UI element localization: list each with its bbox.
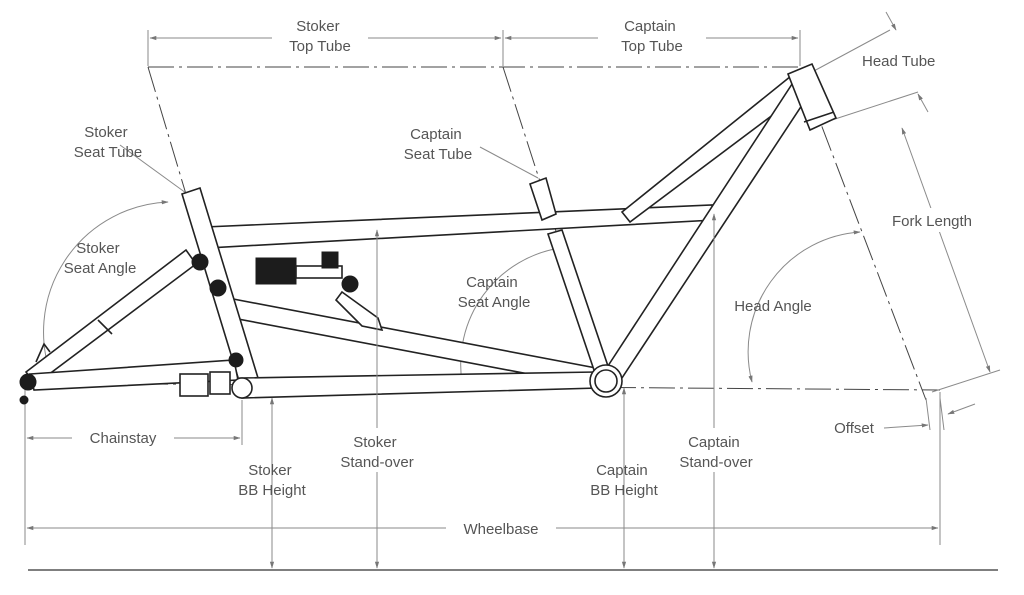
captain-stand-over-label: Captain Stand-over [679, 434, 752, 471]
bottom-tube [239, 371, 599, 399]
captain-top-tube-label: Captain Top Tube [621, 18, 683, 55]
stoker-top-tube-label: Stoker Top Tube [289, 18, 351, 55]
captain-seat-tube-leader [479, 146, 539, 179]
label-bg [666, 428, 766, 472]
head-angle-arc [747, 230, 861, 383]
stoker-bb-height-label: Stoker BB Height [238, 462, 306, 499]
label-bg [330, 428, 424, 472]
ext-line [925, 397, 931, 431]
label-bg [880, 208, 988, 232]
captain-bottom-bracket-inner [594, 369, 618, 393]
pivot-upper [191, 253, 209, 271]
rear-shock-body [255, 257, 297, 285]
captain-top-tube [620, 70, 808, 224]
offset-label: Offset [834, 420, 875, 437]
link-plate [179, 373, 209, 397]
head-tube [786, 62, 838, 132]
rear-shock-reservoir [321, 251, 339, 269]
seat-stay-joint [97, 319, 113, 335]
dropout-hook [35, 342, 51, 363]
head-tube-label: Head Tube [862, 53, 935, 70]
chainstay-label: Chainstay [90, 430, 157, 447]
label-bg [598, 14, 706, 58]
head-tube-ring [803, 111, 835, 123]
captain-seat-angle-label: Captain Seat Angle [458, 274, 531, 311]
label-bg [72, 428, 174, 448]
rear-dropout [19, 373, 37, 391]
link-plate [209, 371, 231, 395]
stoker-bottom-bracket [231, 377, 253, 399]
label-bg [446, 518, 556, 538]
captain-seat-post [528, 176, 557, 222]
stoker-seat-angle-label: Stoker Seat Angle [64, 240, 137, 277]
head-tube-arrow-top [885, 11, 897, 31]
rear-dropout-bolt [19, 395, 29, 405]
wheelbase-label: Wheelbase [463, 521, 538, 538]
pivot-bb [228, 352, 244, 368]
pivot-lower [209, 279, 227, 297]
offset-arrow-right [947, 403, 976, 415]
fork-length-label: Fork Length [892, 213, 972, 230]
captain-seat-tube [546, 229, 612, 377]
tandem-frame [19, 62, 838, 405]
head-tube-arrow-bottom [917, 93, 929, 113]
axle-centerline [24, 382, 941, 391]
head-tube-ext-top [811, 29, 891, 73]
steering-axis [807, 89, 927, 401]
captain-bb-height-label: Captain BB Height [590, 462, 658, 499]
rear-shock-shaft [295, 265, 343, 279]
fork-length-ext [931, 369, 1001, 393]
offset-arrow-left [883, 423, 929, 429]
ext-line [939, 397, 945, 431]
stoker-seat-tube-leader [119, 144, 187, 194]
shock-mount [341, 275, 359, 293]
fork-length-dimension [901, 127, 991, 373]
stoker-stand-over-label: Stoker Stand-over [340, 434, 413, 471]
stoker-seat-tube-label: Stoker Seat Tube [74, 124, 142, 161]
down-tube [602, 76, 814, 386]
head-tube-ext-bottom [831, 91, 919, 121]
label-bg [272, 14, 368, 58]
shock-mount-bracket [334, 290, 384, 332]
head-angle-label: Head Angle [734, 298, 812, 315]
captain-seat-tube-label: Captain Seat Tube [404, 126, 472, 163]
